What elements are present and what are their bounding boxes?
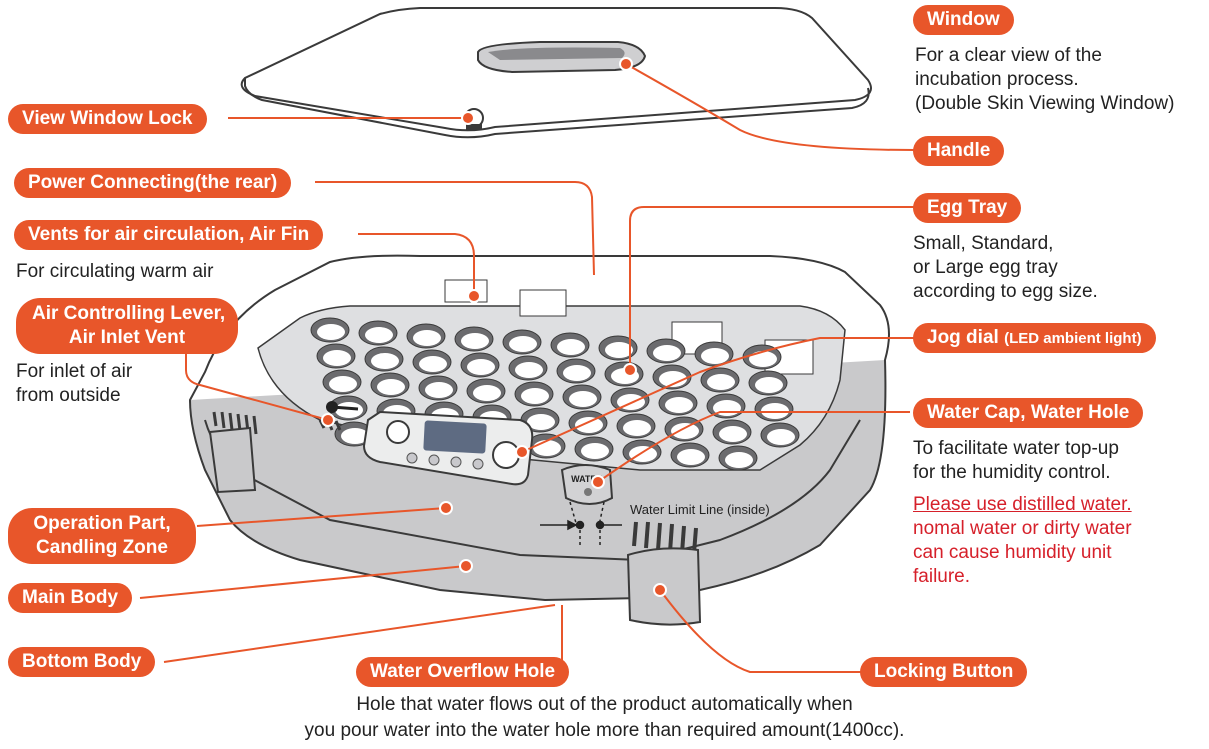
air-lever-label-line2: Air Inlet Vent [32, 326, 222, 350]
air-lever-label: Air Controlling Lever, Air Inlet Vent [16, 298, 238, 354]
egg-slot [407, 324, 445, 348]
operation-label: Operation Part, Candling Zone [8, 508, 196, 564]
water-warning-failure: nomal water or dirty water can cause hum… [913, 517, 1132, 589]
water-warning: Please use distilled water. nomal water … [913, 493, 1132, 589]
egg-slot [371, 373, 409, 397]
water-cap-label: Water Cap, Water Hole [913, 398, 1143, 428]
jog-dial-label: Jog dial (LED ambient light) [913, 323, 1156, 353]
water-overflow-description: Hole that water flows out of the product… [0, 692, 1209, 744]
egg-tray-label: Egg Tray [913, 193, 1021, 223]
egg-slot [755, 397, 793, 421]
bottom-body-label: Bottom Body [8, 647, 155, 677]
power-connecting-label: Power Connecting(the rear) [14, 168, 291, 198]
jog-dial-label-text: Jog dial [927, 327, 999, 348]
window-label: Window [913, 5, 1014, 35]
egg-slot [761, 423, 799, 447]
egg-slot [467, 379, 505, 403]
egg-slot [515, 382, 553, 406]
egg-tray-description: Small, Standard, or Large egg tray accor… [913, 232, 1098, 304]
egg-slot [647, 339, 685, 363]
operation-label-line2: Candling Zone [24, 536, 180, 560]
vents-description: For circulating warm air [16, 260, 213, 284]
left-lock-block [210, 428, 255, 492]
water-warning-distilled: Please use distilled water. [913, 493, 1132, 517]
egg-slot [317, 344, 355, 368]
air-lever-description: For inlet of air from outside [16, 360, 132, 408]
egg-slot [605, 362, 643, 386]
egg-slot [419, 376, 457, 400]
water-cap-description: To facilitate water top-up for the humid… [913, 437, 1119, 485]
egg-slot [455, 327, 493, 351]
locking-button-label: Locking Button [860, 657, 1027, 687]
window-description: For a clear view of the incubation proce… [915, 44, 1174, 116]
egg-slot [713, 420, 751, 444]
egg-slot [551, 333, 589, 357]
water-limit-label: Water Limit Line (inside) [630, 502, 770, 517]
air-lever-label-line1: Air Controlling Lever, [32, 302, 222, 326]
egg-slot [461, 353, 499, 377]
egg-slot [509, 356, 547, 380]
operation-label-line1: Operation Part, [24, 512, 180, 536]
handle-label: Handle [913, 136, 1004, 166]
egg-slot [413, 350, 451, 374]
egg-slot [749, 371, 787, 395]
vents-label: Vents for air circulation, Air Fin [14, 220, 323, 250]
egg-slot [599, 336, 637, 360]
jog-dial-label-note: (LED ambient light) [1004, 330, 1142, 347]
egg-slot [323, 370, 361, 394]
egg-slot [557, 359, 595, 383]
main-body-label: Main Body [8, 583, 132, 613]
egg-slot [575, 437, 613, 461]
egg-slot [359, 321, 397, 345]
egg-slot [503, 330, 541, 354]
egg-slot [563, 385, 601, 409]
egg-slot [701, 368, 739, 392]
egg-slot [671, 443, 709, 467]
egg-slot [365, 347, 403, 371]
water-overflow-label: Water Overflow Hole [356, 657, 569, 687]
egg-slot [659, 391, 697, 415]
egg-slot [617, 414, 655, 438]
view-window-lock-label: View Window Lock [8, 104, 207, 134]
egg-slot [719, 446, 757, 470]
egg-slot [311, 318, 349, 342]
jog-dial-icon [493, 442, 519, 468]
